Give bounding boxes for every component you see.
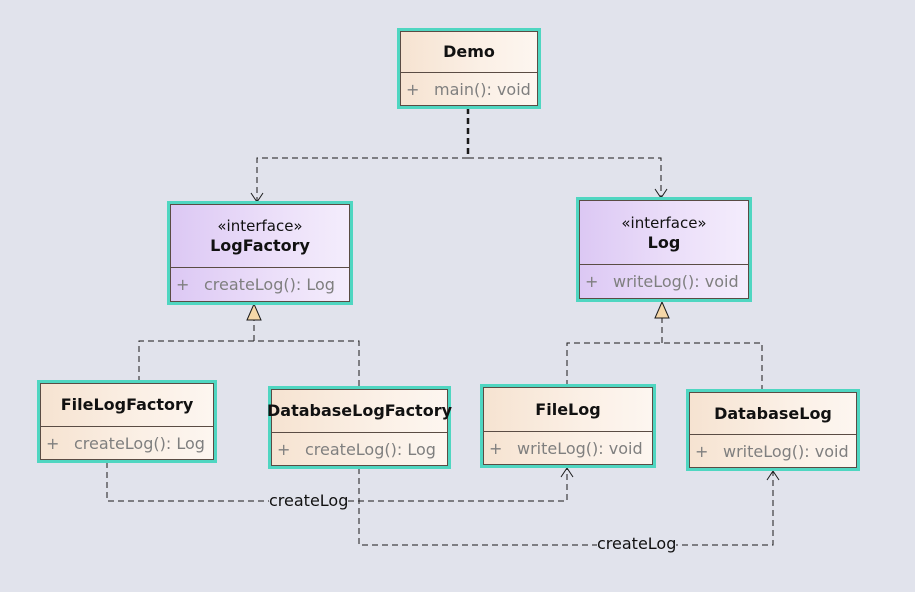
- class-name: DatabaseLog: [714, 403, 832, 423]
- visibility-marker: +: [277, 439, 291, 459]
- connection-label-database-createlog: createLog: [597, 534, 677, 553]
- operation-row[interactable]: + createLog(): Log: [272, 433, 447, 465]
- operation-row[interactable]: + writeLog(): void: [580, 265, 748, 298]
- operation: createLog(): Log: [204, 275, 335, 294]
- operation-row[interactable]: + createLog(): Log: [171, 268, 349, 301]
- operation: writeLog(): void: [517, 438, 643, 458]
- dependency-demo-to-log[interactable]: [468, 157, 662, 198]
- visibility-marker: +: [489, 438, 503, 458]
- realization-triangle-log: [654, 300, 670, 319]
- class-filelogfactory[interactable]: FileLogFactory + createLog(): Log: [37, 380, 217, 463]
- dependency-filelogfactory-to-filelog[interactable]: [106, 462, 568, 502]
- class-databaselog[interactable]: DatabaseLog + writeLog(): void: [686, 389, 860, 471]
- arrowhead-databaselog: [766, 470, 780, 481]
- interface-logfactory[interactable]: «interface» LogFactory + createLog(): Lo…: [167, 201, 353, 305]
- visibility-marker: +: [176, 275, 190, 294]
- stereotype: «interface»: [621, 213, 707, 232]
- class-name: Log: [647, 232, 681, 252]
- visibility-marker: +: [585, 272, 599, 291]
- class-filelog[interactable]: FileLog + writeLog(): void: [480, 384, 656, 468]
- visibility-marker: +: [46, 433, 60, 453]
- operation: createLog(): Log: [305, 439, 436, 459]
- class-demo[interactable]: Demo + main(): void: [397, 28, 541, 109]
- realization-filelog[interactable]: [566, 342, 763, 391]
- connection-label-file-createlog: createLog: [269, 491, 349, 510]
- operation: writeLog(): void: [613, 272, 739, 291]
- realization-filelogfactory[interactable]: [138, 340, 360, 388]
- operation-row[interactable]: + createLog(): Log: [41, 427, 213, 459]
- visibility-marker: +: [406, 79, 420, 99]
- class-name: DatabaseLogFactory: [266, 401, 453, 420]
- operation-row[interactable]: + writeLog(): void: [484, 432, 652, 464]
- arrowhead-filelog: [560, 467, 574, 478]
- class-name: FileLogFactory: [60, 395, 194, 414]
- class-databaselogfactory[interactable]: DatabaseLogFactory + createLog(): Log: [266, 386, 453, 469]
- class-name: Demo: [443, 42, 495, 61]
- operation: createLog(): Log: [74, 433, 205, 453]
- dependency-demo-to-logfactory[interactable]: [256, 157, 468, 202]
- visibility-marker: +: [695, 441, 709, 461]
- operation: writeLog(): void: [723, 441, 849, 461]
- operation: main(): void: [434, 79, 531, 99]
- stereotype: «interface»: [217, 217, 303, 235]
- class-name: FileLog: [535, 399, 601, 419]
- interface-log[interactable]: «interface» Log + writeLog(): void: [576, 197, 752, 302]
- operation-row[interactable]: + main(): void: [401, 73, 537, 105]
- realization-triangle-logfactory: [246, 302, 262, 321]
- dependency-databaselogfactory-to-databaselog[interactable]: [358, 468, 774, 546]
- class-name: LogFactory: [210, 236, 310, 255]
- operation-row[interactable]: + writeLog(): void: [690, 435, 856, 467]
